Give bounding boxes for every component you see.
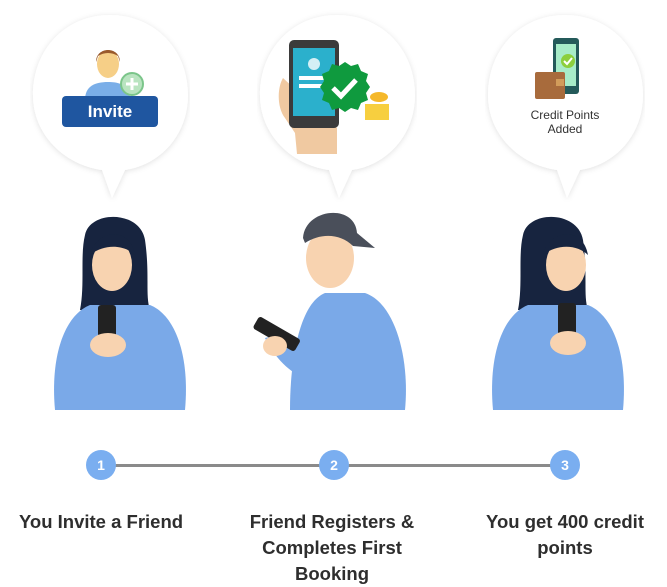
credit-points-added-text: Credit Points Added [530,108,600,136]
invite-badge: Invite [62,96,158,127]
step-3-label: You get 400 credit points [486,511,644,558]
man-with-phone-figure [253,212,406,410]
step-1-label: You Invite a Friend [18,511,184,532]
invite-person-icon [85,50,144,100]
woman-with-phone-figure-3 [492,216,624,410]
speech-bubble-3 [488,15,643,198]
timeline-connector-2-3 [348,464,566,467]
step-2-marker: 2 [319,450,349,480]
phone-verified-icon [278,40,389,154]
timeline-connector-1-2 [115,464,335,467]
woman-with-phone-figure-1 [54,216,186,410]
step-2-label: Friend Registers & Completes First Booki… [249,511,415,584]
step-3-marker: 3 [550,450,580,480]
step-1-marker: 1 [86,450,116,480]
wallet-phone-icon [535,38,579,99]
